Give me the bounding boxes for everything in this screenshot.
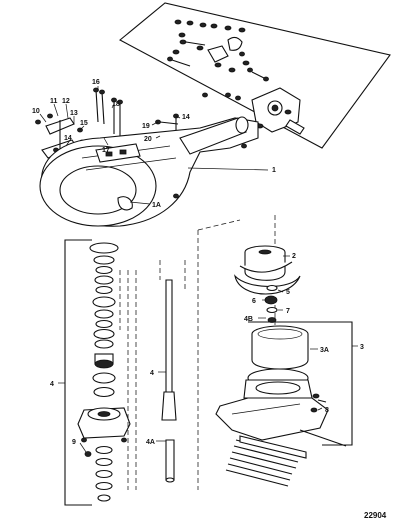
hardware-panel	[119, 2, 391, 149]
bearing-stack	[77, 242, 131, 502]
callout-13: 13	[70, 110, 78, 117]
callout-4b: 4B	[244, 316, 253, 323]
drive-shaft	[119, 260, 186, 490]
pump-base	[215, 368, 347, 487]
callout-14-right: 14	[182, 114, 190, 121]
callout-7: 7	[286, 308, 290, 315]
figure-number: 22904	[364, 511, 387, 520]
callout-4-stack: 4	[50, 381, 54, 388]
callout-17: 17	[102, 147, 110, 154]
callout-10: 10	[32, 108, 40, 115]
callout-5: 5	[286, 289, 290, 296]
bearing-stack-frame	[58, 239, 92, 506]
callout-3a: 3A	[320, 347, 329, 354]
callout-12: 12	[62, 98, 70, 105]
callout-3: 3	[360, 344, 364, 351]
wear-ring-liner	[251, 325, 309, 370]
callout-9: 9	[72, 439, 76, 446]
impeller-nut-washers	[264, 284, 278, 323]
impeller	[234, 245, 301, 295]
callout-11: 11	[50, 98, 58, 105]
callout-14-left: 14	[64, 135, 72, 142]
callout-1: 1	[272, 167, 276, 174]
callout-4a: 4A	[146, 439, 155, 446]
callout-6: 6	[252, 298, 256, 305]
callout-1a: 1A	[152, 202, 161, 209]
callout-16: 16	[92, 79, 100, 86]
jet-pump-housing	[39, 116, 259, 227]
steering-bracket	[251, 87, 305, 135]
callout-19: 19	[142, 123, 150, 130]
callout-20: 20	[144, 136, 152, 143]
callout-15: 15	[80, 120, 88, 127]
callout-8: 8	[325, 407, 329, 414]
callout-2: 2	[292, 253, 296, 260]
callout-18: 18	[112, 101, 120, 108]
callout-4-shaft: 4	[150, 370, 154, 377]
callout-labels: 1 1A 2 3 3A 4 4 4A 4B 5 6 7 8 9 10 11 12…	[32, 79, 364, 446]
leader-lines	[39, 86, 323, 453]
liner-assembly-frame	[248, 321, 358, 446]
panel-hardware	[167, 19, 269, 101]
